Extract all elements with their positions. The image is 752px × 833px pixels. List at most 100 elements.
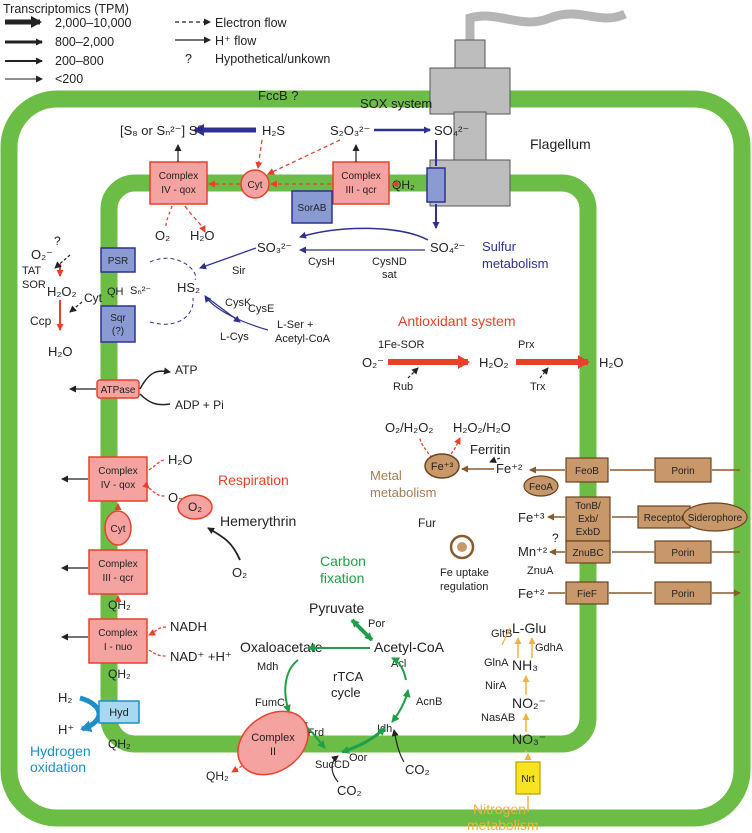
lglu: L-Glu: [512, 620, 546, 636]
qh-left: QH: [107, 286, 124, 298]
fief-box: [565, 581, 609, 605]
atpase-label: ATPase: [101, 385, 136, 396]
antioxidant-system: Antioxidant system 1Fe-SOR Prx O₂⁻ H₂O₂ …: [362, 313, 624, 393]
fccb-label: FccB ?: [258, 88, 298, 103]
fe2-label: Fe⁺²: [496, 461, 523, 476]
legend-tpm2: 800–2,000: [55, 35, 114, 49]
porin1-box: [654, 457, 712, 483]
feob-label: FeoB: [575, 466, 599, 477]
antiox-h2o: H₂O: [599, 355, 624, 370]
cyse-label: CysE: [248, 303, 274, 315]
nad-label: NAD⁺ +H⁺: [170, 649, 232, 664]
nad-electron: [148, 649, 167, 657]
h2s-top: H₂S: [262, 123, 285, 138]
sulfur-metabolism: SO₃²⁻ SO₄²⁻ CysH CysND sat Sulfur metabo…: [149, 227, 548, 345]
tonb-label2: Exb/: [578, 514, 598, 525]
rub-label: Rub: [393, 381, 413, 393]
legend-tpm4: <200: [55, 72, 83, 86]
trx-label: Trx: [530, 381, 546, 393]
sqr-label1: Sqr: [110, 313, 126, 324]
rtca-label1: rTCA: [333, 669, 364, 684]
legend-tpm3: 200–800: [55, 54, 104, 68]
sor-label: SOR: [22, 279, 46, 291]
glna-label: GlnA: [484, 657, 509, 669]
mn-label: Mn⁺²: [518, 544, 548, 559]
sulfate-to-sulfite-arrow: [299, 227, 429, 241]
adp-curve: [139, 393, 171, 406]
antiox-superoxide: O₂⁻: [362, 355, 384, 370]
flagellum-label: Flagellum: [530, 136, 591, 152]
psr-loop: [149, 257, 197, 281]
co2a-label: CO₂: [405, 762, 430, 777]
carbon-fixation: Carbon fixation Pyruvate Por Oxaloacetat…: [206, 553, 445, 798]
qh2-left-a: QH₂: [108, 598, 131, 612]
ccp-label: Ccp: [30, 314, 52, 328]
znua-label: ZnuA: [527, 565, 554, 577]
co2b-arrow: [331, 755, 339, 783]
atp-arrow: [139, 367, 171, 390]
gltb-line: [501, 627, 511, 646]
superoxide-left: O₂⁻: [31, 247, 53, 262]
sorab-box: [291, 190, 333, 224]
mdh-arc: [283, 659, 299, 713]
porin2-label: Porin: [671, 548, 694, 559]
fe3b-label: Fe⁺³: [518, 510, 545, 525]
tonb-box: [565, 496, 611, 542]
no3: NO₃⁻: [512, 731, 546, 747]
hyd-arrow: [79, 695, 102, 733]
complex-iii-top-label2: III - qcr: [345, 185, 377, 196]
qh2-complex-ii: QH₂: [206, 769, 229, 783]
sulfur-label2: metabolism: [482, 256, 548, 271]
sir-label: Sir: [232, 265, 246, 277]
trx-electron: [539, 367, 549, 379]
sox-label: SOX system: [360, 96, 432, 111]
complex-iii-top: [332, 161, 390, 205]
complex-ii-label2: II: [270, 746, 276, 758]
nadh-label: NADH: [170, 619, 207, 634]
antiox-h2o2: H₂O₂: [479, 355, 509, 370]
hs-to-lcys-arrow: [204, 295, 241, 323]
legend-qmark: ?: [185, 52, 192, 66]
nrt-box: [515, 761, 541, 795]
co2a-arrow: [391, 729, 405, 763]
acetyl-label: Acetyl-CoA: [275, 333, 331, 345]
sulfate-transporter: [426, 167, 446, 203]
legend: Transcriptomics (TPM) 2,000–10,000 800–2…: [3, 2, 330, 86]
mdh-label: Mdh: [257, 661, 278, 673]
fe-redox1: [419, 437, 433, 459]
complex-iv-left-label2: IV - qox: [101, 480, 135, 491]
carbon-title2: fixation: [320, 570, 364, 586]
siderophore-ellipse: [682, 502, 748, 532]
metal-metabolism: O₂/H₂O₂ H₂O₂/H₂O Ferritin Fe⁺³ Fe⁺² Meta…: [370, 420, 748, 605]
oor-label: Oor: [349, 752, 368, 764]
complex-ii-electron: [231, 765, 243, 773]
feupt-label2: regulation: [440, 581, 488, 593]
nitrogen-metabolism: GltB L-Glu GdhA GlnA NH₃ NirA NO₂⁻ NasAB…: [467, 620, 564, 833]
pyruvate: Pyruvate: [309, 600, 364, 616]
acnb-label: AcnB: [416, 696, 442, 708]
lser-label: L-Ser +: [277, 319, 313, 331]
por-label: Por: [368, 618, 385, 630]
sulfite: SO₃²⁻: [257, 240, 292, 255]
siderophore-label: Siderophore: [688, 513, 743, 524]
lcys-label: L-Cys: [220, 331, 249, 343]
thio-to-cyt-electron: [267, 139, 341, 175]
complex-iv-top: [149, 161, 208, 205]
cyt-left-label: Cyt: [84, 291, 103, 305]
gltb-label: GltB: [491, 628, 512, 640]
legend-hflow: H⁺ flow: [215, 34, 257, 48]
legend-electron: Electron flow: [215, 16, 288, 30]
idh-arc: [391, 689, 411, 723]
cysnd-label: CysND: [372, 256, 407, 268]
complex-iv-left-label1: Complex: [98, 466, 137, 477]
atpase-box: [96, 379, 140, 399]
cysh-label: CysH: [308, 256, 335, 268]
sir-arrow: [199, 247, 257, 270]
tat-label: TAT: [22, 265, 41, 277]
complex-i-label1: Complex: [98, 628, 137, 639]
feob-box: [565, 457, 609, 483]
acetylcoa: Acetyl-CoA: [374, 639, 445, 655]
qh2-top: QH₂: [392, 178, 415, 192]
qh2-left-b: QH₂: [108, 667, 131, 681]
cyt-top: [240, 169, 270, 199]
